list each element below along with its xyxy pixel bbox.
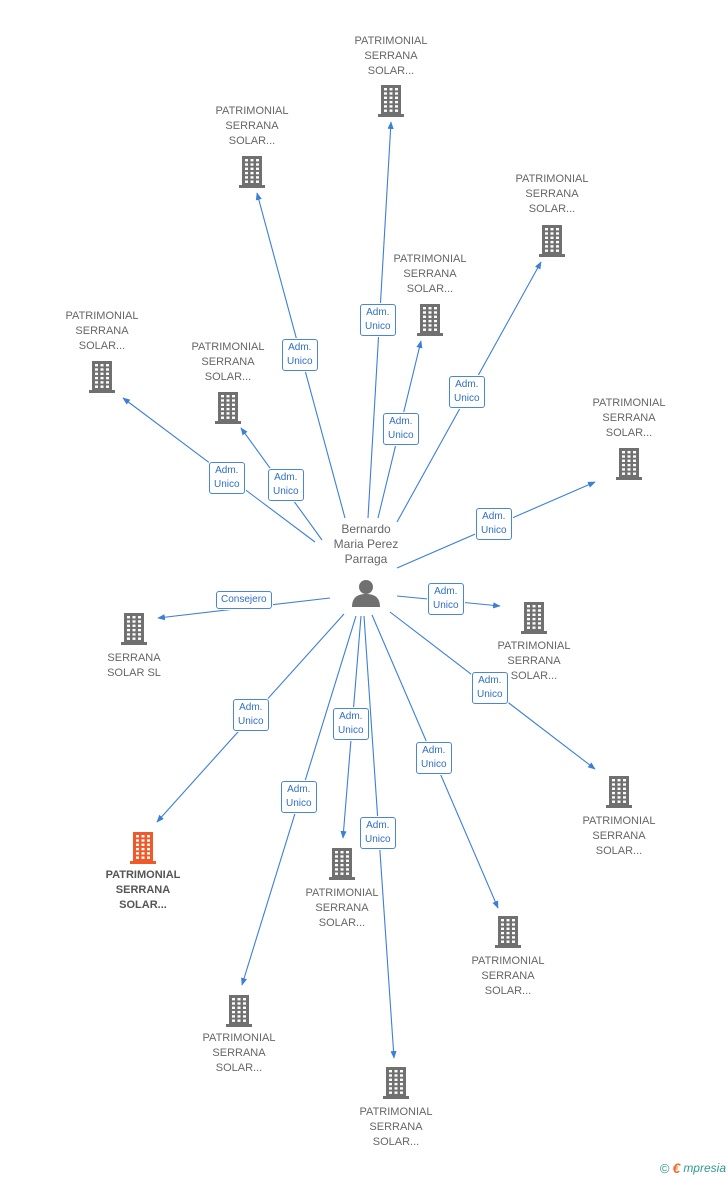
company-node-c15[interactable]: PATRIMONIAL SERRANA SOLAR... (341, 1105, 451, 1150)
company-node-c4[interactable]: PATRIMONIAL SERRANA SOLAR... (375, 252, 485, 297)
role-badge-c10[interactable]: Adm. Unico (472, 672, 508, 704)
role-badge-c9[interactable]: Consejero (216, 591, 272, 609)
company-label: PATRIMONIAL SERRANA SOLAR... (393, 253, 467, 295)
building-icon[interactable] (604, 774, 634, 813)
person-name: Bernardo Maria Perez Parraga (333, 522, 399, 566)
role-badge-c15[interactable]: Adm. Unico (360, 817, 396, 849)
role-badge-c2[interactable]: Adm. Unico (282, 339, 318, 371)
company-label: PATRIMONIAL SERRANA SOLAR... (215, 105, 289, 147)
brand-logo-e: € (672, 1160, 681, 1176)
building-icon[interactable] (224, 993, 254, 1032)
company-label: PATRIMONIAL SERRANA SOLAR... (359, 1106, 433, 1148)
building-icon[interactable] (128, 830, 158, 869)
building-icon[interactable] (376, 83, 406, 122)
company-node-c11[interactable]: PATRIMONIAL SERRANA SOLAR... (453, 954, 563, 999)
role-badge-c14[interactable]: Adm. Unico (281, 781, 317, 813)
company-node-c5[interactable]: PATRIMONIAL SERRANA SOLAR... (47, 309, 157, 354)
company-node-c12[interactable]: PATRIMONIAL SERRANA SOLAR... (88, 868, 198, 913)
role-badge-c4[interactable]: Adm. Unico (383, 413, 419, 445)
company-node-c7[interactable]: PATRIMONIAL SERRANA SOLAR... (574, 396, 684, 441)
person-node[interactable]: Bernardo Maria Perez Parraga (306, 522, 426, 567)
building-icon[interactable] (237, 154, 267, 193)
company-label: SERRANA SOLAR SL (107, 652, 161, 679)
person-icon[interactable] (351, 578, 381, 613)
company-label: PATRIMONIAL SERRANA SOLAR... (497, 640, 571, 682)
role-badge-c12[interactable]: Adm. Unico (233, 699, 269, 731)
company-label: PATRIMONIAL SERRANA SOLAR... (592, 397, 666, 439)
company-label: PATRIMONIAL SERRANA SOLAR... (515, 173, 589, 215)
building-icon[interactable] (87, 359, 117, 398)
building-icon[interactable] (381, 1065, 411, 1104)
role-badge-c8[interactable]: Adm. Unico (428, 583, 464, 615)
role-badge-c1[interactable]: Adm. Unico (360, 304, 396, 336)
company-label: PATRIMONIAL SERRANA SOLAR... (65, 310, 139, 352)
empresia-brand: © €mpresia (660, 1160, 726, 1176)
building-icon[interactable] (119, 611, 149, 650)
building-icon[interactable] (537, 223, 567, 262)
company-node-c6[interactable]: PATRIMONIAL SERRANA SOLAR... (173, 340, 283, 385)
company-label: PATRIMONIAL SERRANA SOLAR... (191, 341, 265, 383)
company-label: PATRIMONIAL SERRANA SOLAR... (305, 887, 379, 929)
building-icon[interactable] (493, 914, 523, 953)
role-badge-c7[interactable]: Adm. Unico (476, 508, 512, 540)
company-node-c10[interactable]: PATRIMONIAL SERRANA SOLAR... (564, 814, 674, 859)
role-badge-c3[interactable]: Adm. Unico (449, 376, 485, 408)
brand-name: mpresia (683, 1161, 726, 1175)
role-badge-c6[interactable]: Adm. Unico (268, 469, 304, 501)
company-node-c3[interactable]: PATRIMONIAL SERRANA SOLAR... (497, 172, 607, 217)
role-badge-c5[interactable]: Adm. Unico (209, 462, 245, 494)
role-badge-c11[interactable]: Adm. Unico (416, 742, 452, 774)
company-node-c2[interactable]: PATRIMONIAL SERRANA SOLAR... (197, 104, 307, 149)
copyright-symbol: © (659, 1160, 670, 1176)
company-label: PATRIMONIAL SERRANA SOLAR... (582, 815, 656, 857)
building-icon[interactable] (327, 846, 357, 885)
company-label: PATRIMONIAL SERRANA SOLAR... (471, 955, 545, 997)
company-node-c14[interactable]: PATRIMONIAL SERRANA SOLAR... (184, 1031, 294, 1076)
company-node-c9[interactable]: SERRANA SOLAR SL (79, 651, 189, 681)
building-icon[interactable] (213, 390, 243, 429)
company-label: PATRIMONIAL SERRANA SOLAR... (354, 35, 428, 77)
building-icon[interactable] (415, 302, 445, 341)
company-node-c13[interactable]: PATRIMONIAL SERRANA SOLAR... (287, 886, 397, 931)
company-node-c8[interactable]: PATRIMONIAL SERRANA SOLAR... (479, 639, 589, 684)
role-badge-c13[interactable]: Adm. Unico (333, 708, 369, 740)
building-icon[interactable] (614, 446, 644, 485)
company-label: PATRIMONIAL SERRANA SOLAR... (105, 869, 181, 911)
company-label: PATRIMONIAL SERRANA SOLAR... (202, 1032, 276, 1074)
building-icon[interactable] (519, 600, 549, 639)
company-node-c1[interactable]: PATRIMONIAL SERRANA SOLAR... (336, 34, 446, 79)
